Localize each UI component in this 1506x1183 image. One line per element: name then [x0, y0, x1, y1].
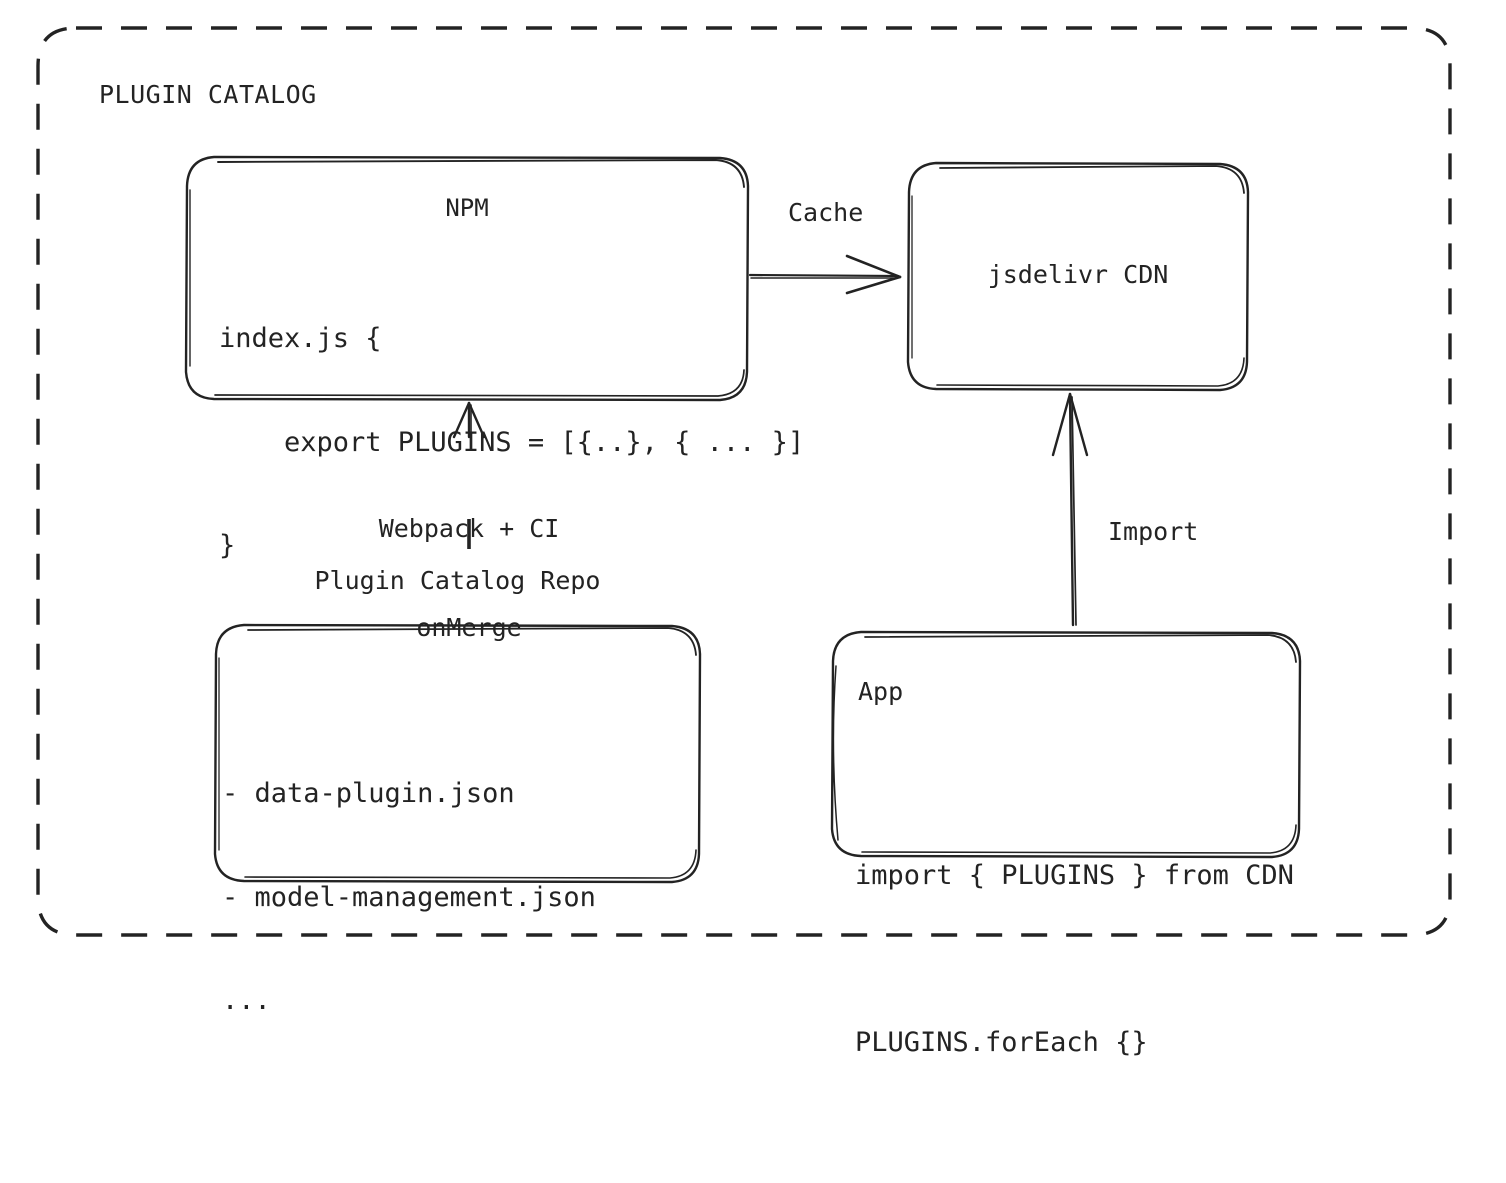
- cdn-box-title: jsdelivr CDN: [987, 260, 1169, 289]
- import-edge-label: Import: [1108, 517, 1199, 546]
- repo-box-label: Plugin Catalog Repo: [314, 566, 601, 595]
- build-edge-label-line2: onMerge: [416, 613, 522, 642]
- repo-file-item: - data-plugin.json: [222, 778, 515, 810]
- import-arrow: [1051, 392, 1089, 627]
- diagram-canvas: PLUGIN CATALOG NPM index.js { export PLU…: [36, 26, 1452, 1059]
- npm-code-block: index.js { export PLUGINS = [{..}, { ...…: [219, 253, 804, 633]
- build-edge-label: Webpack + CI onMerge: [338, 446, 600, 710]
- repo-file-list: - data-plugin.json - model-management.js…: [222, 708, 596, 1088]
- app-code-block: import { PLUGINS } from CDN PLUGINS.forE…: [855, 736, 1294, 1183]
- app-code-line: PLUGINS.forEach {}: [855, 1027, 1148, 1059]
- npm-code-line: }: [219, 530, 236, 562]
- app-box-title: App: [858, 677, 904, 706]
- build-edge-label-line1: Webpack + CI: [378, 514, 560, 543]
- npm-code-line: index.js {: [219, 323, 382, 355]
- npm-code-line: export PLUGINS = [{..}, { ... }]: [219, 426, 805, 458]
- cache-edge-label: Cache: [788, 198, 864, 227]
- repo-file-item: - model-management.json: [222, 881, 596, 913]
- npm-box-title: NPM: [445, 194, 489, 222]
- page-title: PLUGIN CATALOG: [99, 80, 317, 109]
- app-code-line: import { PLUGINS } from CDN: [855, 859, 1294, 891]
